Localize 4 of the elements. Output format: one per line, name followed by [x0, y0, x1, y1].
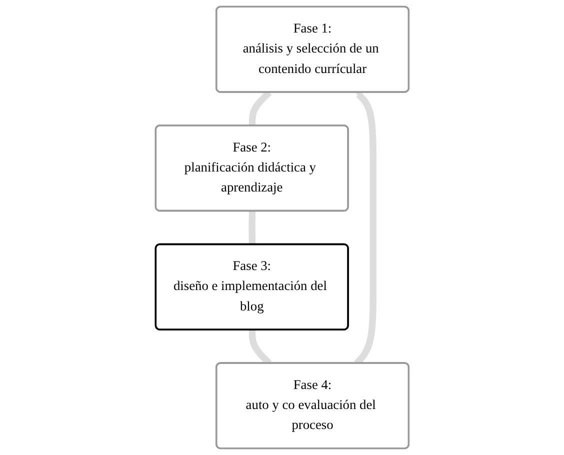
phase-box: Fase 1: análisis y selección de un contenido currícular [215, 6, 410, 93]
phase-box: Fase 2: planificación didáctica y aprendizaje [154, 124, 349, 212]
phase-box: Fase 3: diseño e implementación del blog [154, 243, 349, 330]
phase-box: Fase 4: auto y co evaluación del proceso [215, 362, 410, 450]
